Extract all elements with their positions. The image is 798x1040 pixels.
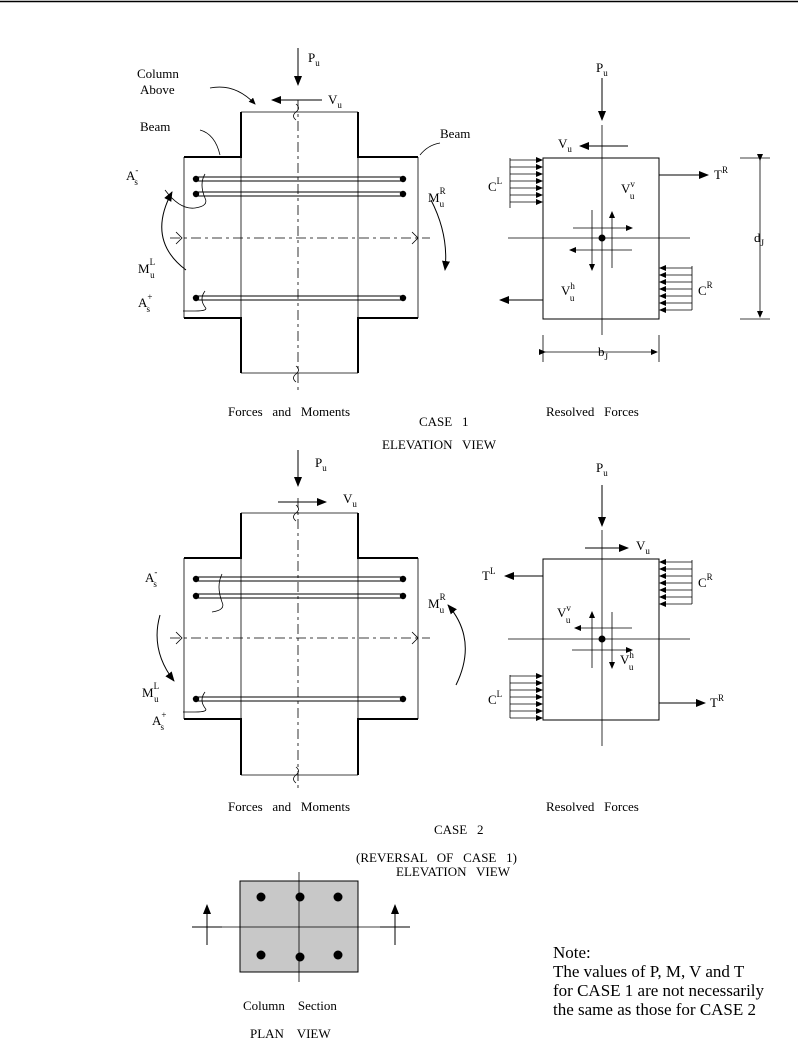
case2-left-caption: Forces and Moments <box>228 799 350 814</box>
case1-vu-label: Vu <box>328 92 342 110</box>
case1-as-plus-label: A+s <box>138 292 152 314</box>
case2-vu-label: Vu <box>343 491 357 509</box>
case1-column-above-label-2: Above <box>140 82 175 97</box>
case1-joint-elevation <box>161 48 450 390</box>
case2-view-title: ELEVATION VIEW <box>396 864 511 879</box>
case1-column-above-label: Column <box>137 66 179 81</box>
plan-caption: Column Section <box>243 998 337 1013</box>
case1-r-vu-label: Vu <box>558 136 572 154</box>
case1-r-bj-label: bJ <box>598 344 609 362</box>
plan-view-title: PLAN VIEW <box>250 1026 331 1040</box>
case1-r-cr-label: CR <box>698 280 713 298</box>
case1-view-title: ELEVATION VIEW <box>382 437 497 452</box>
case2-cl-arrows <box>509 673 543 721</box>
case1-left-caption: Forces and Moments <box>228 404 350 419</box>
case1-right-caption: Resolved Forces <box>546 404 639 419</box>
case2-r-tr-label: TR <box>710 693 724 710</box>
plan-view-column-section <box>192 872 410 982</box>
case1-r-tr-label: TR <box>714 165 728 182</box>
case1-cl-arrows <box>509 157 543 208</box>
case1-cr-arrows <box>659 265 693 313</box>
case2-r-tl-label: TL <box>482 566 495 583</box>
case1-r-dj-label: dJ <box>754 230 765 248</box>
case1-resolved-forces <box>499 78 770 362</box>
case2-cr-arrows <box>659 559 693 607</box>
case2-as-minus-label: A-s <box>145 567 157 589</box>
case2-r-cr-label: CR <box>698 572 713 590</box>
case1-r-pu-label: Pu <box>596 60 608 78</box>
note-block: Note: The values of P, M, V and T for CA… <box>553 943 765 1019</box>
note-heading: Note: <box>553 943 591 962</box>
case2-title: CASE 2 <box>434 822 483 837</box>
case1-pu-label: Pu <box>308 50 320 68</box>
note-line-3: the same as those for CASE 2 <box>553 1000 756 1019</box>
case2-r-cl-label: CL <box>488 689 502 707</box>
case1-as-minus-label: A-s <box>126 165 138 187</box>
case1-title: CASE 1 <box>419 414 468 429</box>
case1-beam-right-label: Beam <box>440 126 470 141</box>
note-line-1: The values of P, M, V and T <box>553 962 745 981</box>
case2-joint-elevation <box>156 450 466 792</box>
plan-view-labels: Column Section PLAN VIEW <box>243 998 337 1040</box>
case2-as-plus-label: A+s <box>152 710 166 732</box>
case2-right-caption: Resolved Forces <box>546 799 639 814</box>
case1-beam-left-label: Beam <box>140 119 170 134</box>
case2-pu-label: Pu <box>315 455 327 473</box>
case2-resolved-forces <box>504 485 706 746</box>
case2-reversal-title: (REVERSAL OF CASE 1) <box>356 850 517 865</box>
case2-r-vu-label: Vu <box>636 538 650 556</box>
case1-r-cl-label: CL <box>488 176 502 194</box>
case2-r-pu-label: Pu <box>596 460 608 478</box>
note-line-2: for CASE 1 are not necessarily <box>553 981 765 1000</box>
